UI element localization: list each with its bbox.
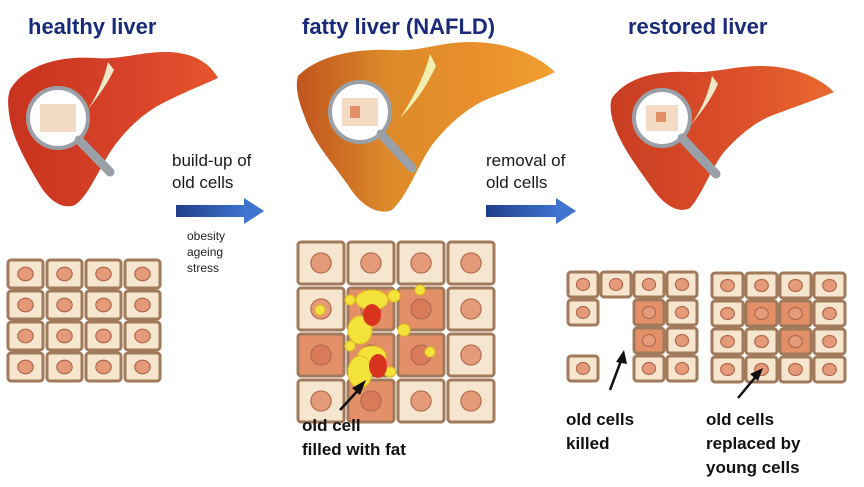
healthy-cell	[123, 351, 162, 383]
remaining-cell	[665, 326, 699, 355]
old-cell	[296, 332, 346, 378]
cause-stress: stress	[187, 261, 220, 275]
restored-cell	[710, 355, 745, 384]
healthy-cell-grid	[6, 258, 162, 383]
cause-obesity: obesity	[187, 229, 226, 243]
liver-ligament	[86, 62, 114, 112]
fatty-liver-cell	[446, 286, 496, 332]
healthy-cell	[84, 258, 123, 290]
remaining-cell	[665, 298, 699, 327]
healthy-cell	[84, 351, 123, 383]
fatty-liver-cell	[346, 240, 396, 286]
annotation-replaced-line1: old cells	[706, 410, 775, 429]
fatty-liver-illustration	[296, 42, 555, 212]
restored-cell	[744, 271, 779, 300]
old-cell	[396, 286, 446, 332]
magnifier-icon	[632, 88, 721, 179]
fatty-liver-cell	[446, 332, 496, 378]
fat-droplets	[314, 284, 436, 389]
restored-cell	[778, 355, 813, 384]
remaining-cell	[599, 270, 633, 299]
magnifier-icon	[328, 80, 417, 173]
remaining-cell	[566, 298, 600, 327]
healthy-cell	[123, 289, 162, 321]
restored-cell	[812, 327, 847, 356]
healthy-cell	[45, 351, 84, 383]
young-cell	[744, 299, 779, 328]
healthy-cell	[6, 289, 45, 321]
old-cell	[632, 326, 666, 355]
remaining-cell	[632, 354, 666, 383]
removal-label-line2: old cells	[486, 173, 548, 192]
magnifier-icon	[26, 86, 115, 177]
young-cell	[778, 299, 813, 328]
annotation-old-cell-line1: old cell	[302, 416, 361, 435]
fatty-liver-cell	[296, 378, 346, 424]
fatty-liver-title: fatty liver (NAFLD)	[302, 14, 496, 39]
healthy-cell	[123, 320, 162, 352]
restored-cell	[744, 327, 779, 356]
liver-ligament	[400, 54, 436, 118]
healthy-cell	[6, 320, 45, 352]
fatty-liver-cell	[396, 240, 446, 286]
buildup-label-line1: build-up of	[172, 151, 252, 170]
healthy-cell	[45, 258, 84, 290]
killed-cell-grid	[566, 270, 699, 383]
healthy-cell	[84, 289, 123, 321]
annotation-killed-line1: old cells	[566, 410, 635, 429]
restored-cell	[710, 271, 745, 300]
healthy-liver-illustration	[8, 52, 218, 207]
restored-cell	[812, 355, 847, 384]
replaced-cell-grid	[710, 271, 847, 384]
liver-ligament	[690, 76, 718, 126]
remaining-cell	[665, 354, 699, 383]
pointer-arrow-killed	[608, 350, 627, 391]
fatty-liver-cell	[296, 240, 346, 286]
cause-ageing: ageing	[187, 245, 224, 259]
healthy-cell	[45, 320, 84, 352]
healthy-liver-title: healthy liver	[28, 14, 157, 39]
restored-cell	[812, 271, 847, 300]
buildup-arrow	[176, 198, 264, 224]
removal-label-line1: removal of	[486, 151, 566, 170]
healthy-cell	[123, 258, 162, 290]
healthy-cell	[6, 351, 45, 383]
annotation-old-cell-line2: filled with fat	[302, 440, 406, 459]
young-cell	[778, 327, 813, 356]
remaining-cell	[632, 270, 666, 299]
healthy-cell	[6, 258, 45, 290]
restored-liver-illustration	[610, 66, 834, 210]
fatty-liver-cell	[446, 240, 496, 286]
healthy-cell	[45, 289, 84, 321]
remaining-cell	[566, 354, 600, 383]
buildup-label-line2: old cells	[172, 173, 234, 192]
restored-cell	[710, 327, 745, 356]
healthy-cell	[84, 320, 123, 352]
pointer-arrow-replaced	[737, 368, 763, 399]
remaining-cell	[665, 270, 699, 299]
remaining-cell	[566, 270, 600, 299]
old-cell	[396, 332, 446, 378]
fatty-liver-cell	[446, 378, 496, 424]
restored-cell	[812, 299, 847, 328]
annotation-replaced-line2: replaced by	[706, 434, 801, 453]
annotation-replaced-line3: young cells	[706, 458, 800, 477]
old-cell	[632, 298, 666, 327]
removal-arrow	[486, 198, 576, 224]
restored-cell	[778, 271, 813, 300]
fatty-liver-cell	[396, 378, 446, 424]
annotation-killed-line2: killed	[566, 434, 610, 453]
pointer-arrow-fat	[339, 380, 366, 411]
restored-cell	[710, 299, 745, 328]
fatty-cell-grid	[296, 240, 496, 424]
restored-liver-title: restored liver	[628, 14, 768, 39]
